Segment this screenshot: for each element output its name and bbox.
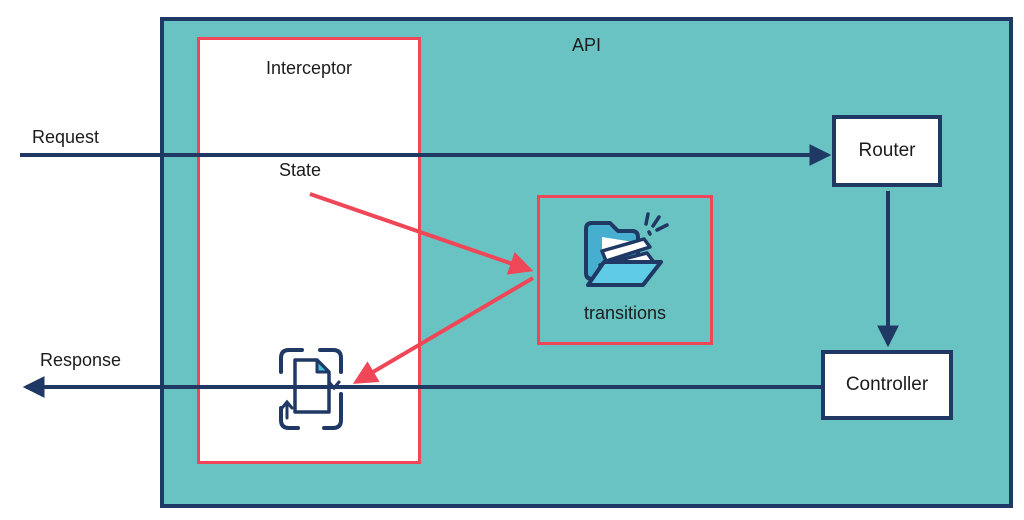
folder-front-flap: [586, 260, 663, 287]
open-folder-with-documents-icon: [584, 212, 669, 287]
response-label: Response: [40, 350, 122, 370]
controller-label: Controller: [845, 374, 929, 395]
request-label: Request: [32, 127, 100, 147]
interceptor-label: Interceptor: [265, 58, 353, 78]
router-node: Router: [832, 115, 942, 187]
document-sync-icon: [279, 348, 343, 430]
state-label: State: [278, 160, 322, 180]
sync-brackets: [279, 348, 343, 430]
document-folded-corner: [315, 358, 331, 374]
folder-paper-top: [600, 237, 652, 263]
controller-node: Controller: [821, 350, 953, 420]
router-label: Router: [858, 140, 916, 161]
transitions-box: [537, 195, 713, 345]
api-label: API: [571, 35, 601, 55]
click-sparkle-icon: [644, 212, 669, 236]
transitions-label: transitions: [583, 303, 667, 323]
